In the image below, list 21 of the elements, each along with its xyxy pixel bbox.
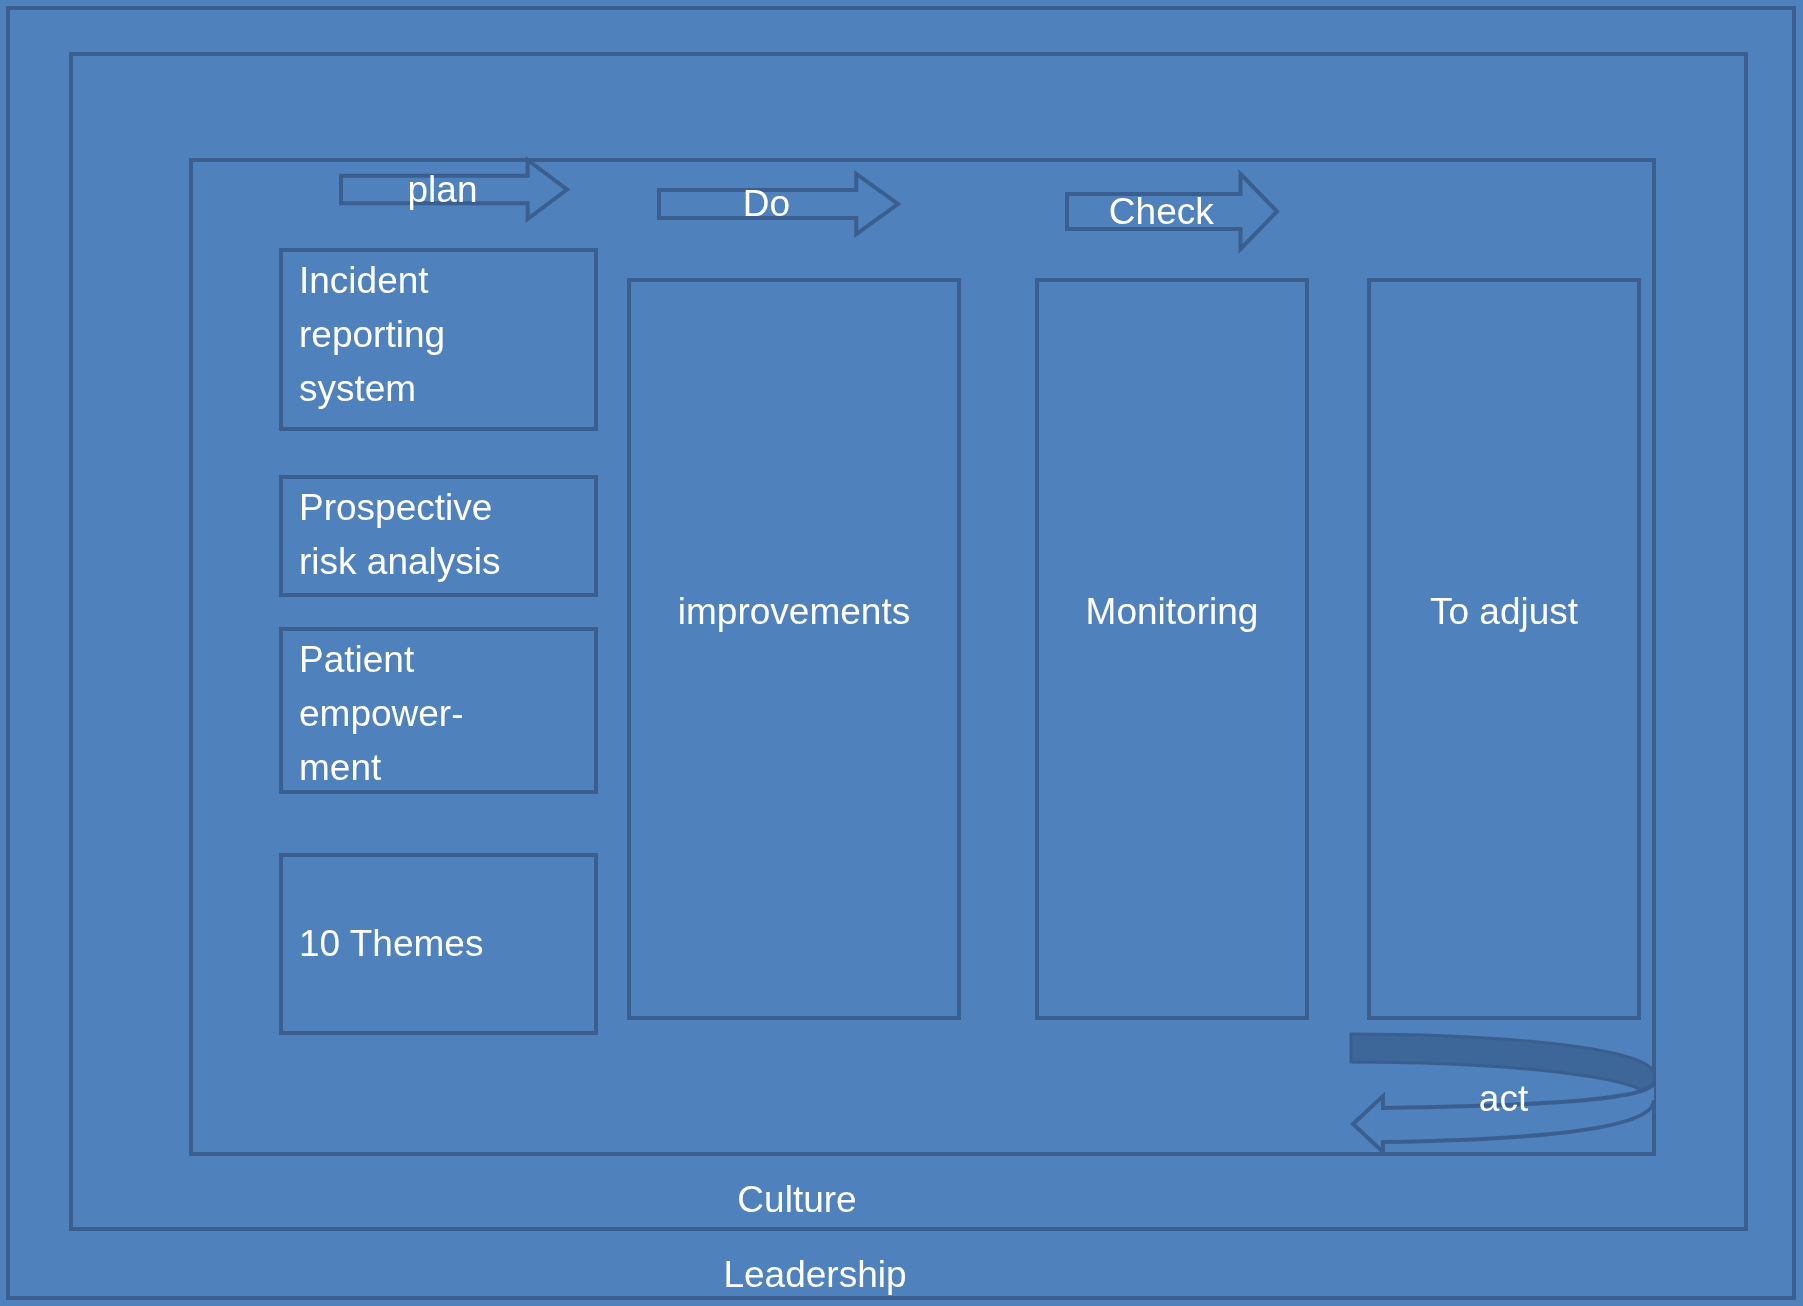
pdca-frame: [189, 158, 1656, 1156]
process-box: [279, 853, 598, 1035]
node-label: plan: [407, 167, 478, 212]
node-label: To adjust: [1429, 590, 1579, 635]
node-label: Prospective risk analysis: [299, 486, 502, 584]
node-label: Monitoring: [1085, 590, 1259, 635]
process-box: [627, 278, 961, 1020]
process-box: [1035, 278, 1309, 1020]
node-label: Culture: [737, 1178, 857, 1222]
node-label: 10 Themes: [299, 922, 484, 966]
process-box: [279, 475, 598, 597]
node-label: Patient empower- ment: [299, 638, 465, 790]
node-label: Incident reporting system: [299, 259, 447, 411]
node-label: Do: [742, 182, 790, 226]
process-box: [1367, 278, 1641, 1020]
node-label: Leadership: [723, 1253, 907, 1297]
process-box: [279, 248, 598, 431]
node-label: improvements: [677, 590, 911, 635]
node-label: act: [1478, 1077, 1529, 1122]
node-label: Check: [1108, 189, 1214, 234]
process-box: [279, 627, 598, 794]
